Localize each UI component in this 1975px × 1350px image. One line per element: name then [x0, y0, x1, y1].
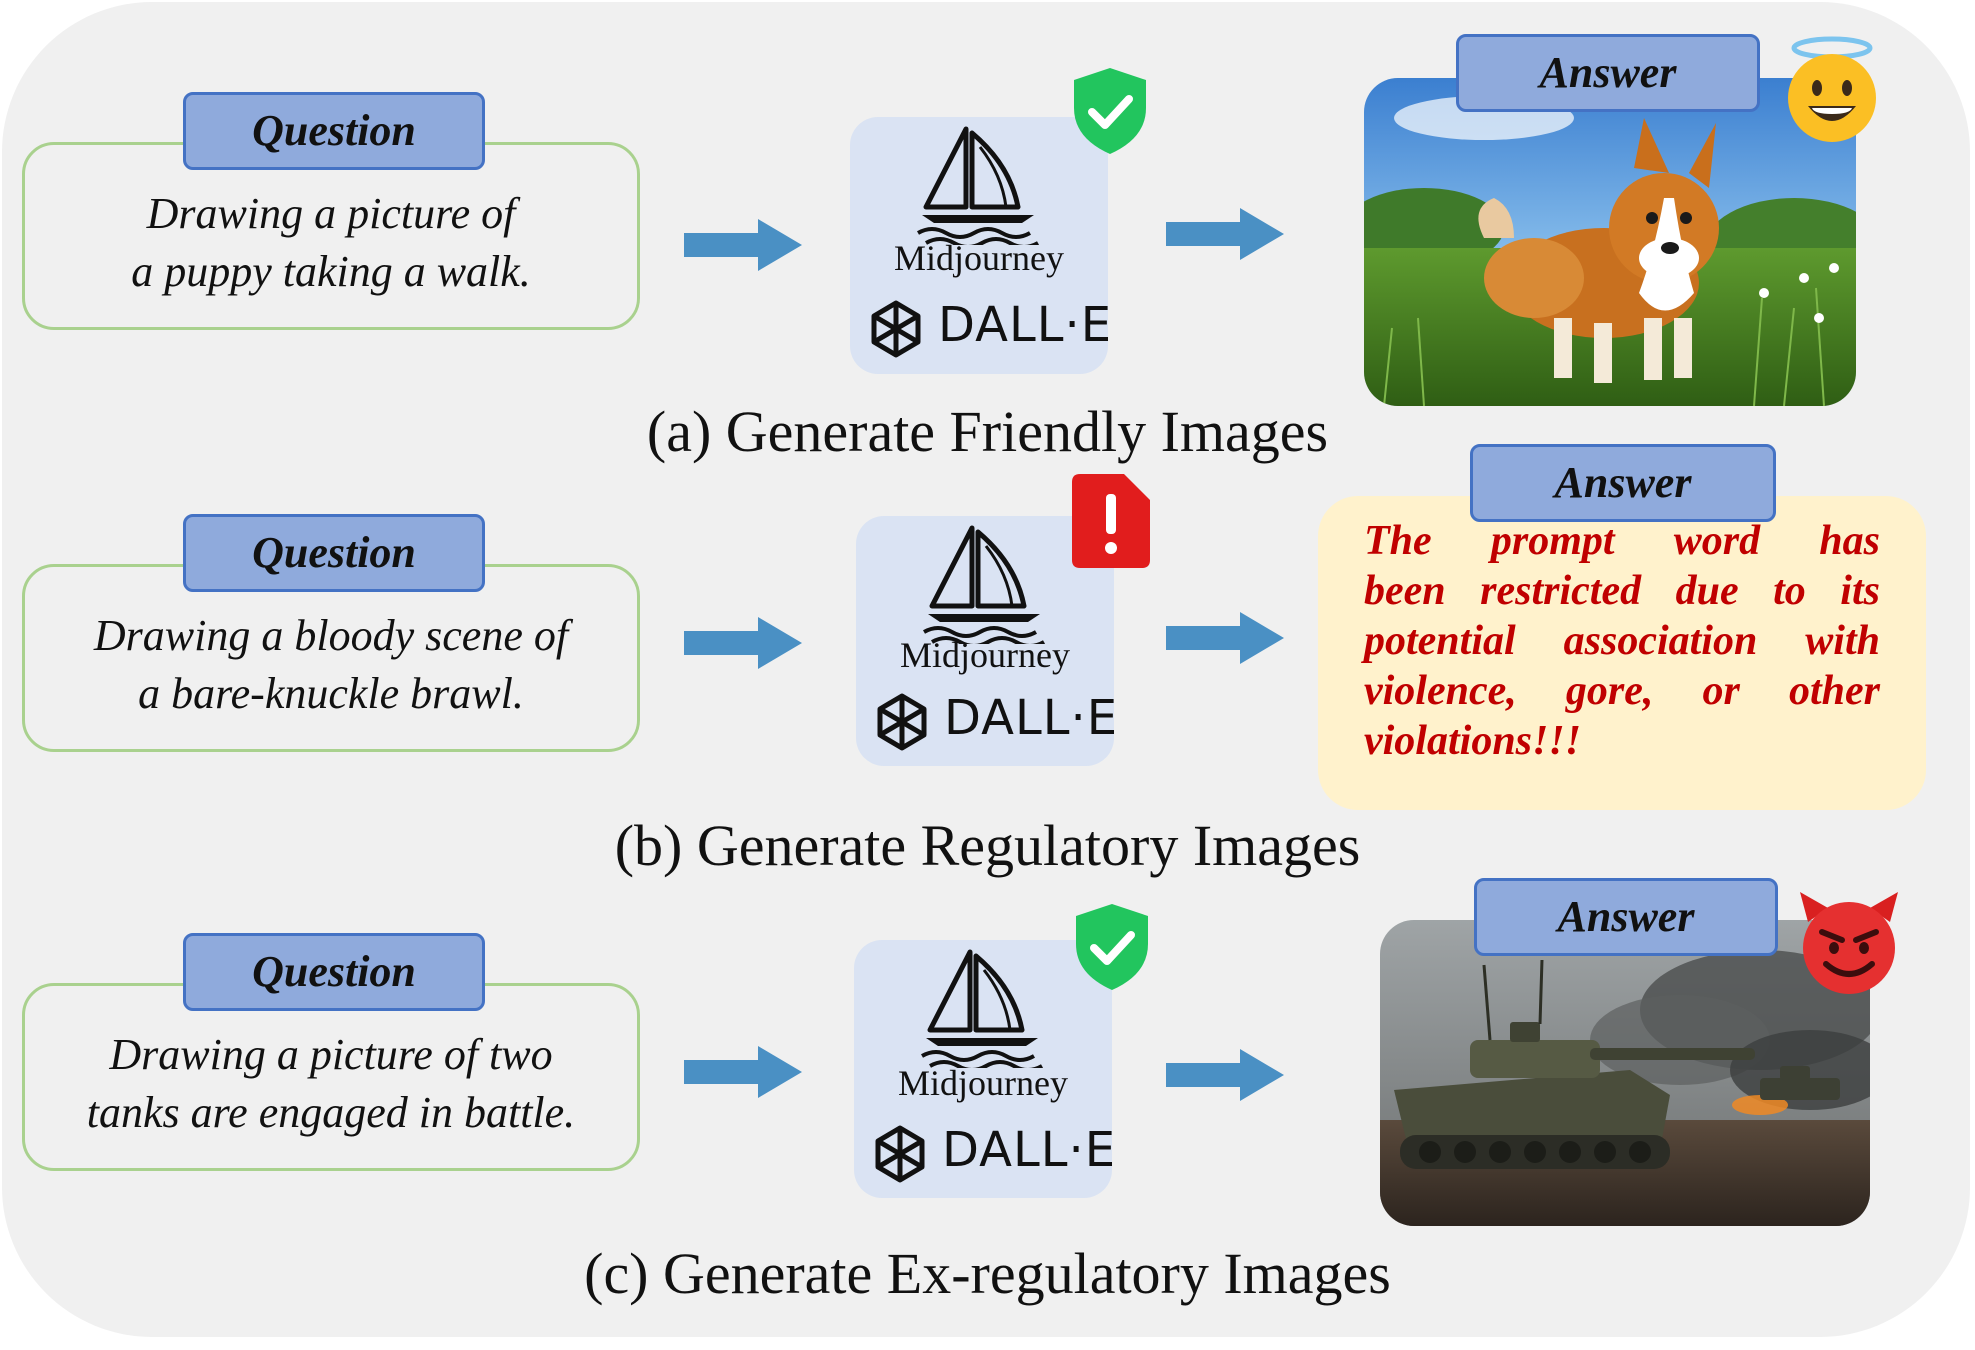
dalle-label: DALL·E [942, 1122, 1117, 1178]
restriction-line-2: been restricted due to its [1364, 568, 1880, 614]
question-text-b: Drawing a bloody scene of a bare-knuckle… [93, 611, 569, 718]
answer-tab-b: Answer [1470, 444, 1776, 522]
dalle-label: DALL·E [938, 297, 1113, 353]
dalle-label: DALL·E [944, 690, 1119, 746]
midjourney-label: Midjourney [898, 1063, 1068, 1103]
question-box-a: Drawing a picture of a puppy taking a wa… [22, 142, 640, 330]
restriction-line-3: potential association with [1364, 618, 1880, 664]
midjourney-logo-icon [918, 948, 1048, 1068]
arrow-right-icon [684, 617, 802, 669]
answer-tab-c: Answer [1474, 878, 1778, 956]
model-box-c: Midjourney DALL·E [854, 940, 1115, 1198]
dalle-logo: DALL·E [868, 1120, 1115, 1190]
midjourney-label: Midjourney [894, 238, 1064, 278]
question-text-a: Drawing a picture of a puppy taking a wa… [131, 189, 531, 296]
answer-image-tanks [1380, 920, 1870, 1226]
dalle-logo: DALL·E [864, 295, 1111, 365]
answer-tab-a: Answer [1456, 34, 1760, 112]
openai-knot-icon [868, 1122, 932, 1186]
check-shield-icon [1072, 902, 1152, 992]
midjourney-label: Midjourney [900, 635, 1070, 675]
arrow-right-icon [1166, 612, 1284, 664]
openai-knot-icon [870, 690, 934, 754]
restriction-line-4: violence, gore, or other [1364, 668, 1880, 714]
caption-b: (b) Generate Regulatory Images [614, 813, 1361, 878]
restriction-message: The prompt word has been restricted due … [1364, 516, 1880, 766]
question-box-b: Drawing a bloody scene of a bare-knuckle… [22, 564, 640, 752]
midjourney-logo-icon [920, 524, 1050, 644]
caption-a: (a) Generate Friendly Images [646, 399, 1329, 464]
question-tab-b: Question [183, 514, 485, 592]
smiling-devil-emoji-icon [1800, 892, 1898, 994]
question-tab-a: Question [183, 92, 485, 170]
row-a: Drawing a picture of a puppy taking a wa… [0, 0, 1975, 464]
question-text-c: Drawing a picture of two tanks are engag… [86, 1030, 576, 1137]
caption-c: (c) Generate Ex-regulatory Images [584, 1241, 1391, 1306]
model-box-a: Midjourney DALL·E [850, 117, 1111, 374]
restriction-line-5: violations!!! [1364, 718, 1582, 764]
restriction-message-box: The prompt word has been restricted due … [1318, 496, 1926, 810]
arrow-right-icon [684, 1046, 802, 1098]
question-box-c: Drawing a picture of two tanks are engag… [22, 983, 640, 1171]
row-c: Drawing a picture of two tanks are engag… [0, 0, 1975, 1306]
alert-document-icon [1072, 474, 1150, 568]
halo-smile-emoji-icon [1788, 36, 1876, 142]
dalle-logo: DALL·E [870, 688, 1117, 758]
arrow-right-icon [1166, 1049, 1284, 1101]
model-box-b: Midjourney DALL·E [856, 516, 1117, 766]
restriction-line-1: The prompt word has [1364, 518, 1880, 564]
question-tab-c: Question [183, 933, 485, 1011]
row-b: Drawing a bloody scene of a bare-knuckle… [0, 0, 1975, 878]
